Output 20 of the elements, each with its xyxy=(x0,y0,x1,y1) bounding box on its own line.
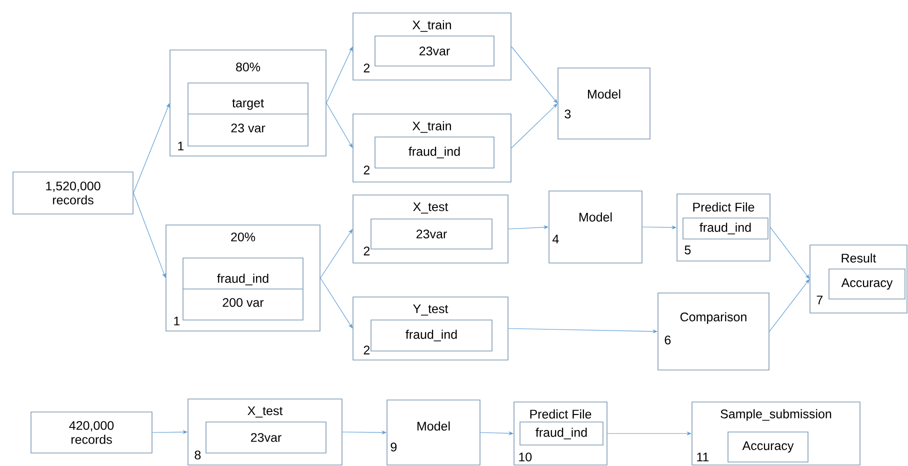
process-box: Model 4 xyxy=(548,190,642,264)
field-box: fraud_ind 200 var xyxy=(182,258,304,320)
field-box: fraud_ind xyxy=(520,422,604,446)
field-box: target 23 var xyxy=(188,82,308,146)
process-box: 420,000 records xyxy=(30,412,152,454)
process-box: Model 3 xyxy=(558,68,650,140)
field-box: 23var xyxy=(206,422,326,454)
process-box: 1,520,000 records xyxy=(12,172,134,214)
arrow xyxy=(133,192,166,278)
field-box: Accuracy xyxy=(728,432,808,462)
field-box: fraud_ind xyxy=(374,136,494,168)
field-box: 23var xyxy=(370,218,492,250)
process-box: Comparison 6 xyxy=(658,292,770,370)
arrow xyxy=(133,103,170,194)
field-box: Accuracy xyxy=(828,268,906,300)
field-box: fraud_ind xyxy=(682,218,768,240)
arrow xyxy=(326,46,353,104)
field-box: 23var xyxy=(374,36,494,66)
field-box: fraud_ind xyxy=(370,320,492,352)
process-box: Model 9 xyxy=(386,400,480,466)
